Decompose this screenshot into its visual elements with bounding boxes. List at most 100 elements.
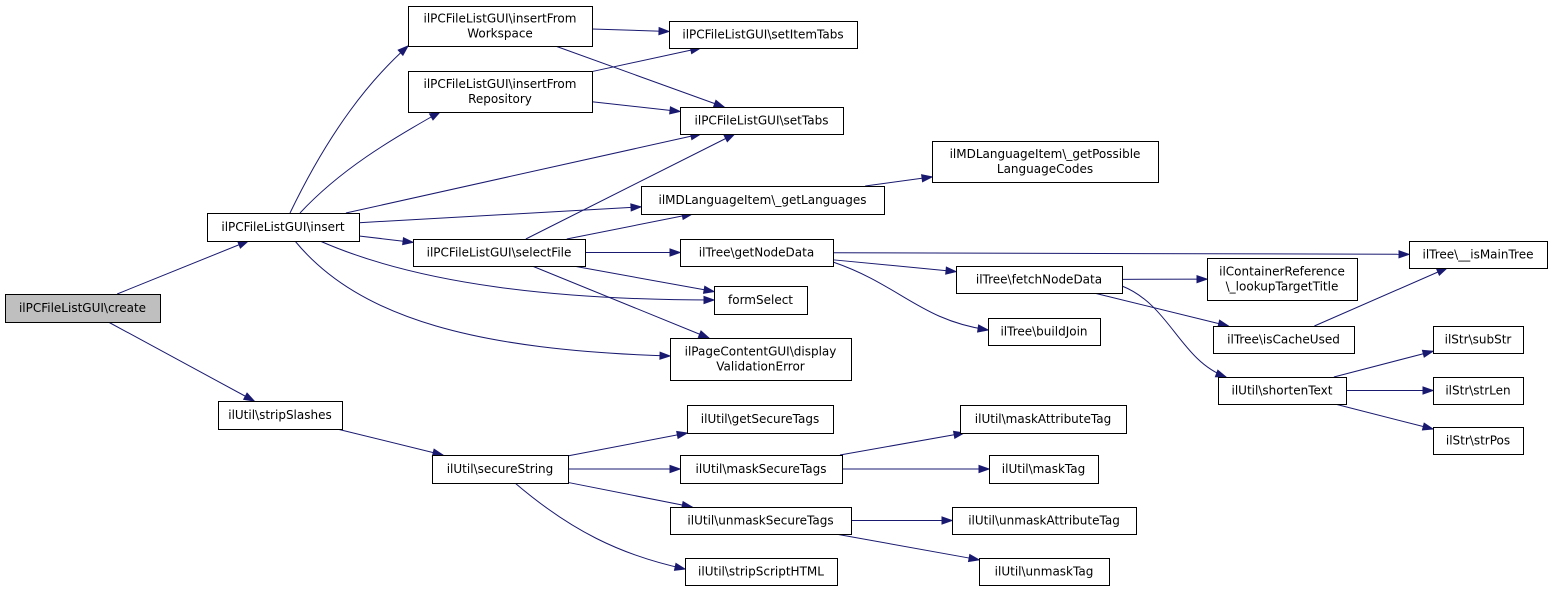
node-getSecureTags[interactable]: ilUtil\getSecureTags <box>687 405 834 434</box>
node-fetchNodeData[interactable]: ilTree\fetchNodeData <box>956 266 1123 294</box>
node-label-lookupTargetTitle-1: \_lookupTargetTitle <box>1226 280 1339 294</box>
node-maskAttributeTag[interactable]: ilUtil\maskAttributeTag <box>960 405 1127 434</box>
node-strPos[interactable]: ilStr\strPos <box>1433 427 1524 455</box>
node-box-formSelect <box>714 286 808 315</box>
edge-secureString-to-getSecureTags <box>567 432 688 457</box>
node-label-unmaskTag-0: ilUtil\unmaskTag <box>995 565 1094 579</box>
arrowhead-create-to-stripSlashes <box>242 392 256 402</box>
node-label-shortenText-0: ilUtil\shortenText <box>1232 384 1333 398</box>
node-box-subStr <box>1433 326 1524 354</box>
edge-insertFromWorkspace-to-setTabs <box>555 45 725 108</box>
node-label-unmaskSecureTags-0: ilUtil\unmaskSecureTags <box>687 514 833 528</box>
node-label-getSecureTags-0: ilUtil\getSecureTags <box>701 412 819 426</box>
node-setItemTabs[interactable]: ilPCFileListGUI\setItemTabs <box>669 21 858 49</box>
node-unmaskAttributeTag[interactable]: ilUtil\unmaskAttributeTag <box>952 507 1137 535</box>
edge-shortenText-to-subStr <box>1333 350 1434 378</box>
node-box-stripScriptHTML <box>685 558 838 586</box>
node-label-strLen-0: ilStr\strLen <box>1445 384 1510 398</box>
node-label-getLanguages-0: ilMDLanguageItem\_getLanguages <box>658 193 866 207</box>
node-box-isCacheUsed <box>1213 326 1355 354</box>
node-label-setItemTabs-0: ilPCFileListGUI\setItemTabs <box>682 28 843 42</box>
arrowhead-selectFile-to-formSelect <box>702 285 716 294</box>
node-label-setTabs-0: ilPCFileListGUI\setTabs <box>695 114 829 128</box>
node-box-maskSecureTags <box>680 455 843 484</box>
node-getPossibleLanguageCodes[interactable]: ilMDLanguageItem\_getPossibleLanguageCod… <box>932 141 1159 183</box>
arrowhead-getLanguages-to-getPossibleLanguageCodes <box>921 174 934 183</box>
node-label-getNodeData-0: ilTree\getNodeData <box>699 246 814 260</box>
node-box-strLen <box>1433 377 1524 405</box>
node-label-maskSecureTags-0: ilUtil\maskSecureTags <box>696 462 827 476</box>
arrowhead-shortenText-to-subStr <box>1421 349 1435 358</box>
arrowhead-stripSlashes-to-secureString <box>431 448 445 457</box>
node-lookupTargetTitle[interactable]: ilContainerReference\_lookupTargetTitle <box>1207 258 1358 301</box>
arrowhead-create-to-insert <box>237 240 250 249</box>
node-getNodeData[interactable]: ilTree\getNodeData <box>680 239 834 267</box>
node-maskTag[interactable]: ilUtil\maskTag <box>989 455 1099 484</box>
node-stripSlashes[interactable]: ilUtil\stripSlashes <box>218 401 343 430</box>
edge-unmaskSecureTags-to-unmaskTag <box>835 533 980 561</box>
node-isCacheUsed[interactable]: ilTree\isCacheUsed <box>1213 326 1355 354</box>
node-label-subStr-0: ilStr\subStr <box>1445 333 1512 347</box>
arrowhead-selectFile-to-displayValidationError <box>697 330 711 339</box>
edge-getNodeData-to-isMainTree <box>832 252 1410 255</box>
edge-selectFile-to-displayValidationError <box>531 265 710 339</box>
node-label-maskAttributeTag-0: ilUtil\maskAttributeTag <box>975 412 1111 426</box>
arrowhead-insert-to-formSelect <box>703 295 716 305</box>
arrowhead-getNodeData-to-fetchNodeData <box>945 266 958 275</box>
edge-isCacheUsed-to-isMainTree <box>1314 267 1448 327</box>
node-label-buildJoin-0: ilTree\buildJoin <box>1000 325 1087 339</box>
node-box-shortenText <box>1218 377 1347 405</box>
node-formSelect[interactable]: formSelect <box>714 286 808 315</box>
node-box-create <box>5 294 161 323</box>
edge-insertFromRepository-to-setTabs <box>591 101 681 112</box>
edge-insert-to-formSelect <box>319 240 715 301</box>
node-box-unmaskTag <box>979 558 1110 586</box>
node-label-fetchNodeData-0: ilTree\fetchNodeData <box>976 273 1102 287</box>
node-buildJoin[interactable]: ilTree\buildJoin <box>988 318 1101 346</box>
node-selectFile[interactable]: ilPCFileListGUI\selectFile <box>413 239 586 267</box>
node-box-isMainTree <box>1409 241 1548 269</box>
node-strLen[interactable]: ilStr\strLen <box>1433 377 1524 405</box>
arrowhead-secureString-to-stripScriptHTML <box>673 562 687 571</box>
node-secureString[interactable]: ilUtil\secureString <box>432 455 569 484</box>
arrowhead-insertFromRepository-to-setTabs <box>669 106 682 115</box>
edge-secureString-to-unmaskSecureTags <box>567 481 693 508</box>
arrowhead-fetchNodeData-to-lookupTargetTitle <box>1196 274 1209 284</box>
node-unmaskTag[interactable]: ilUtil\unmaskTag <box>979 558 1110 586</box>
node-box-insertFromRepository <box>408 71 593 113</box>
edge-selectFile-to-formSelect <box>573 265 715 293</box>
node-label-insertFromWorkspace-0: ilPCFileListGUI\insertFrom <box>424 12 577 26</box>
node-box-strPos <box>1433 427 1524 455</box>
node-insert[interactable]: ilPCFileListGUI\insert <box>207 213 360 242</box>
edge-insert-to-getLanguages <box>358 206 642 224</box>
node-box-getPossibleLanguageCodes <box>932 141 1159 183</box>
node-label-insertFromRepository-0: ilPCFileListGUI\insertFrom <box>424 77 577 91</box>
node-unmaskSecureTags[interactable]: ilUtil\unmaskSecureTags <box>670 507 852 535</box>
node-stripScriptHTML[interactable]: ilUtil\stripScriptHTML <box>685 558 838 586</box>
node-label-create-0: ilPCFileListGUI\create <box>19 301 146 315</box>
edge-insertFromWorkspace-to-setItemTabs <box>591 28 670 32</box>
node-box-getLanguages <box>641 186 885 215</box>
node-label-insertFromRepository-1: Repository <box>468 92 532 106</box>
edge-shortenText-to-strPos <box>1334 403 1434 430</box>
node-maskSecureTags[interactable]: ilUtil\maskSecureTags <box>680 455 843 484</box>
arrowhead-fetchNodeData-to-isCacheUsed <box>1217 319 1230 328</box>
arrowhead-fetchNodeData-to-shortenText <box>1214 369 1228 378</box>
arrowhead-insert-to-getLanguages <box>630 203 643 212</box>
edge-fetchNodeData-to-isCacheUsed <box>1093 292 1229 327</box>
node-isMainTree[interactable]: ilTree\__isMainTree <box>1409 241 1548 269</box>
node-label-insert-0: ilPCFileListGUI\insert <box>221 220 345 234</box>
node-subStr[interactable]: ilStr\subStr <box>1433 326 1524 354</box>
node-getLanguages[interactable]: ilMDLanguageItem\_getLanguages <box>641 186 885 215</box>
node-box-maskAttributeTag <box>960 405 1127 434</box>
node-setTabs[interactable]: ilPCFileListGUI\setTabs <box>680 107 844 135</box>
arrowhead-unmaskSecureTags-to-unmaskAttributeTag <box>941 516 954 525</box>
node-create[interactable]: ilPCFileListGUI\create <box>5 294 161 323</box>
node-box-unmaskAttributeTag <box>952 507 1137 535</box>
node-label-getPossibleLanguageCodes-1: LanguageCodes <box>997 162 1093 176</box>
node-shortenText[interactable]: ilUtil\shortenText <box>1218 377 1347 405</box>
edge-getLanguages-to-getPossibleLanguageCodes <box>865 176 933 187</box>
